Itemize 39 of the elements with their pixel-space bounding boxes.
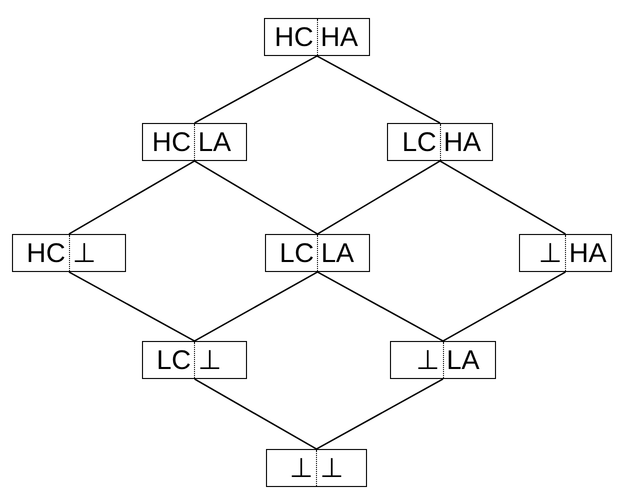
connector-line bbox=[316, 378, 444, 450]
node-label: LC bbox=[156, 346, 191, 374]
node-label: LA bbox=[321, 240, 354, 266]
connector-line bbox=[317, 271, 444, 342]
node-label: ⊥ bbox=[72, 240, 96, 266]
connector-line bbox=[194, 55, 318, 124]
lattice-node bbox=[519, 234, 612, 272]
node-label: LC bbox=[279, 240, 314, 266]
node-label: HC bbox=[26, 240, 66, 266]
node-label: LA bbox=[446, 346, 480, 374]
connector-line bbox=[317, 160, 440, 235]
node-label: ⊥ bbox=[320, 454, 344, 482]
node-label: ⊥ bbox=[416, 346, 440, 374]
node-label: LA bbox=[198, 128, 232, 156]
node-label: LC bbox=[402, 128, 436, 156]
lattice-node bbox=[142, 341, 247, 379]
connector-line bbox=[194, 160, 318, 235]
lattice-node bbox=[390, 341, 496, 379]
connector-line bbox=[440, 160, 566, 235]
connector-line bbox=[194, 378, 317, 450]
connector-line bbox=[442, 271, 566, 342]
node-label: HA bbox=[569, 240, 607, 266]
lattice-node bbox=[264, 18, 370, 56]
node-label: ⊥ bbox=[289, 454, 313, 482]
node-label: HA bbox=[320, 24, 358, 50]
node-label: HC bbox=[152, 128, 191, 156]
node-label: ⊥ bbox=[538, 240, 562, 266]
lattice-node bbox=[142, 123, 247, 161]
lattice-node bbox=[387, 123, 493, 161]
connector-line bbox=[68, 271, 195, 342]
lattice-node bbox=[266, 449, 367, 487]
node-label: HC bbox=[274, 24, 314, 50]
node-label: HA bbox=[444, 128, 482, 156]
node-label: ⊥ bbox=[198, 346, 222, 374]
lattice-node bbox=[12, 234, 126, 272]
connector-line bbox=[68, 160, 195, 235]
connector-line bbox=[316, 55, 440, 124]
lattice-node bbox=[265, 234, 370, 272]
connector-line bbox=[194, 271, 318, 342]
